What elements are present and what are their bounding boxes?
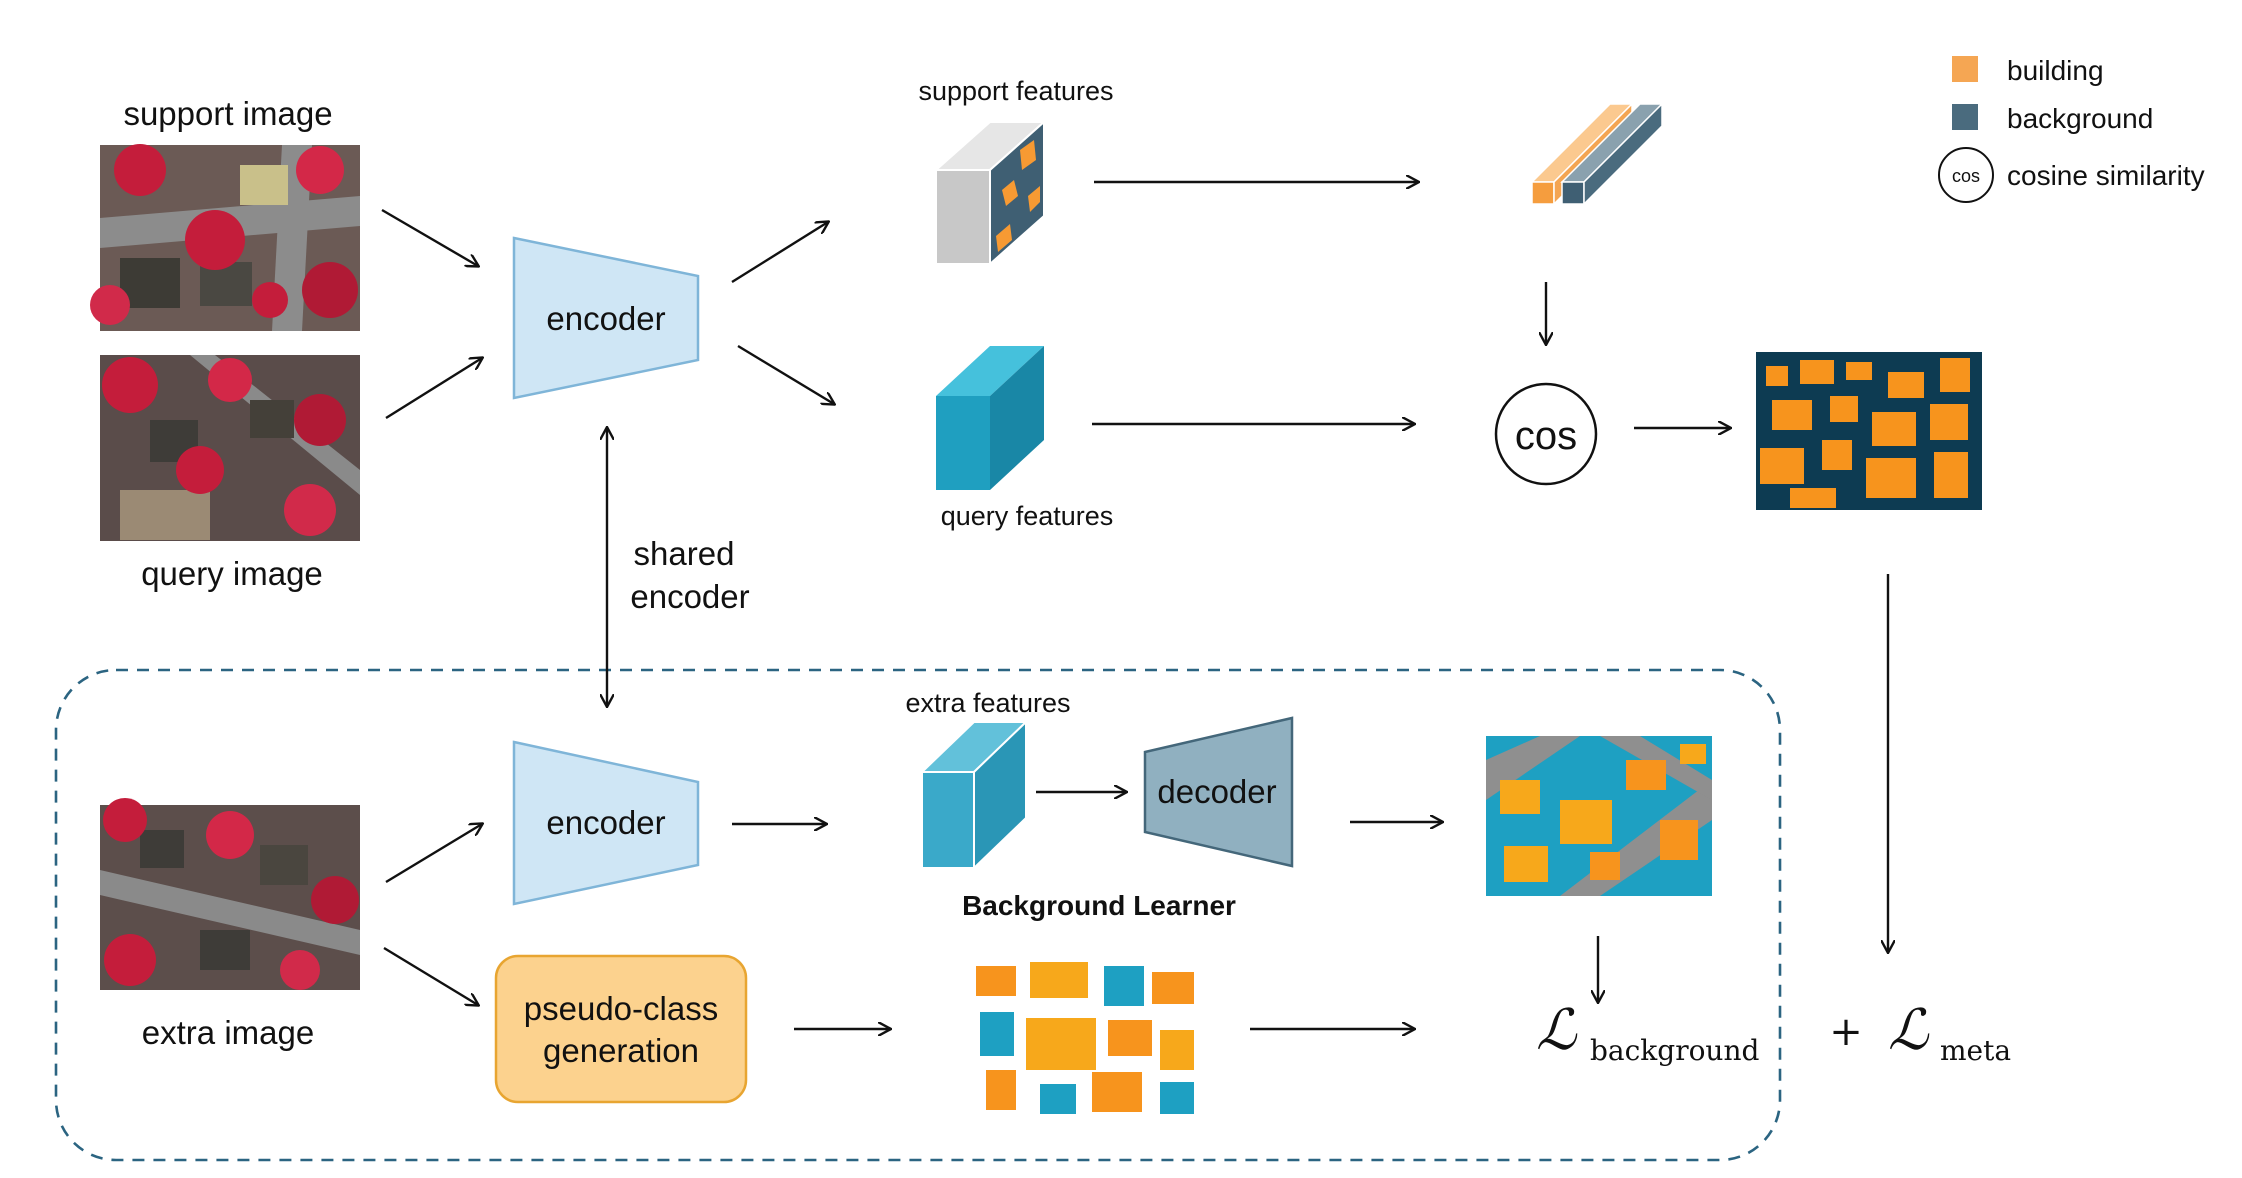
- decoder: [1143, 716, 1294, 868]
- pseudo-class-label-1: pseudo-class: [524, 990, 718, 1027]
- legend: building background cos cosine similarit…: [1938, 55, 2205, 203]
- legend-building-label: building: [2007, 55, 2104, 86]
- prediction-mask: [1756, 352, 1982, 510]
- shared-encoder-label-2: encoder: [630, 578, 749, 615]
- legend-cos-label: cosine similarity: [2007, 160, 2205, 191]
- arrow-extra-to-encoder: [385, 824, 482, 884]
- decoder-label: decoder: [1157, 773, 1276, 810]
- support-features-label: support features: [918, 76, 1113, 106]
- arrow-support-to-encoder: [381, 208, 478, 266]
- background-loss-subscript: background: [1590, 1034, 1759, 1067]
- meta-loss-subscript: meta: [1940, 1034, 2011, 1067]
- pseudo-class-label-2: generation: [543, 1032, 699, 1069]
- prototype-vectors: [1530, 102, 1664, 206]
- encoder-top: [512, 236, 700, 400]
- query-features-label: query features: [941, 501, 1114, 531]
- extra-features-cube: [919, 719, 1029, 871]
- legend-building-swatch: [1952, 56, 1978, 82]
- background-loss-symbol: ℒ: [1536, 998, 1578, 1063]
- encoder-bottom-label: encoder: [546, 804, 665, 841]
- legend-cos-symbol: cos: [1952, 166, 1980, 186]
- support-features-cube: [933, 119, 1047, 267]
- encoder-top-label: encoder: [546, 300, 665, 337]
- legend-background-label: background: [2007, 103, 2153, 134]
- cos-label: cos: [1515, 414, 1577, 458]
- cos-circle: [1494, 382, 1598, 486]
- background-output-map: [1486, 736, 1712, 896]
- meta-loss-symbol: ℒ: [1888, 998, 1930, 1063]
- arrow-encoder-to-query-features: [737, 344, 834, 404]
- extra-features-label: extra features: [905, 688, 1070, 718]
- query-features-cube: [936, 346, 1044, 490]
- query-image-label: query image: [141, 555, 323, 592]
- legend-background-swatch: [1952, 104, 1978, 130]
- extra-image: [100, 798, 360, 990]
- support-image-label: support image: [123, 95, 332, 132]
- arrow-query-to-encoder: [385, 358, 482, 420]
- pseudo-class-map: [972, 958, 1198, 1118]
- legend-cos-circle: [1938, 147, 1994, 203]
- arrow-extra-to-pseudo: [383, 946, 478, 1005]
- background-learner-label: Background Learner: [962, 890, 1236, 921]
- shared-encoder-label-1: shared: [634, 535, 735, 572]
- query-image: [100, 355, 360, 541]
- background-learner-region: [54, 668, 1782, 1162]
- arrow-encoder-to-support-features: [731, 222, 828, 284]
- plus-sign: +: [1829, 1009, 1863, 1055]
- extra-image-label: extra image: [142, 1014, 314, 1051]
- encoder-bottom: [512, 740, 700, 906]
- support-image: [90, 144, 360, 331]
- pseudo-class-generation-box: [494, 954, 748, 1104]
